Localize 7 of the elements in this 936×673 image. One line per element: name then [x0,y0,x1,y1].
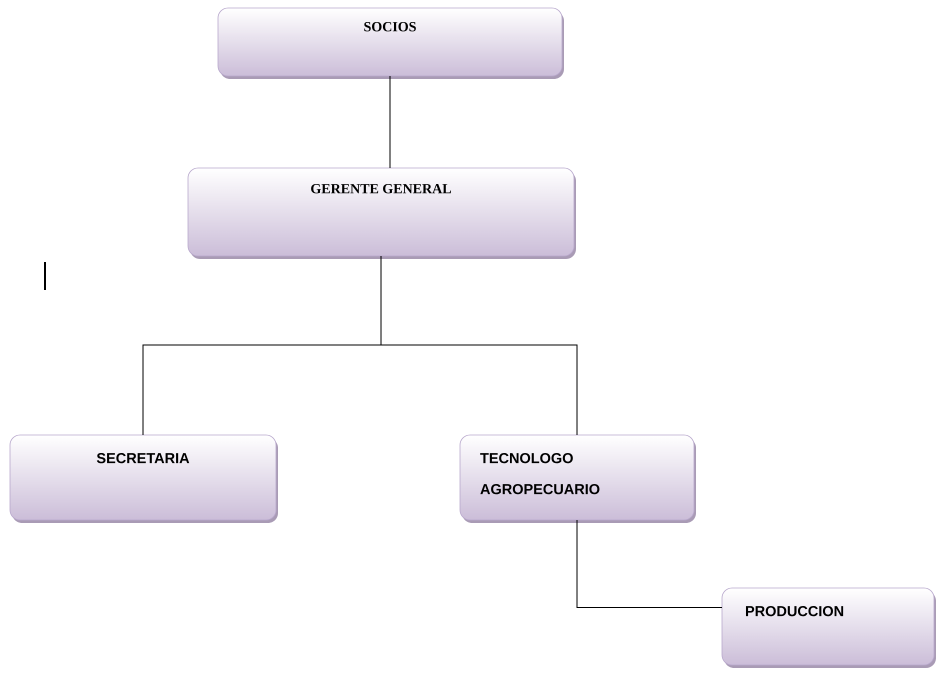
org-box: TECNOLOGO AGROPECUARIO [460,434,696,523]
org-box: SECRETARIA [10,434,278,523]
connector-line [576,520,722,608]
org-box: PRODUCCION [722,588,936,668]
org-box: GERENTE GENERAL [188,168,576,259]
org-box: SOCIOS [218,8,564,79]
connector-line [380,256,578,436]
